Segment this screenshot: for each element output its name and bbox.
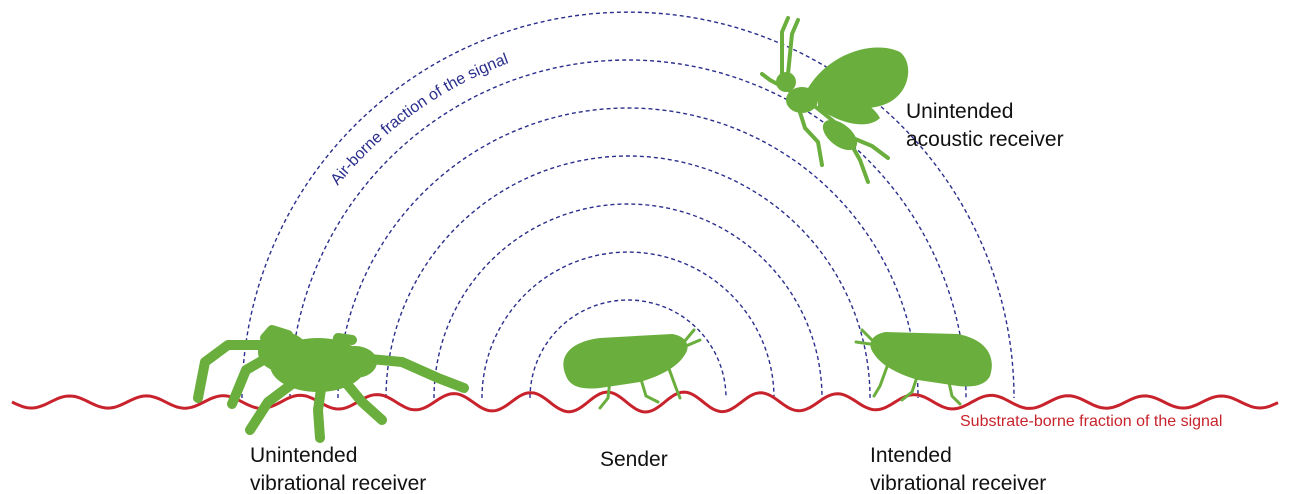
air-borne-label-path: Air-borne fraction of the signal bbox=[328, 51, 511, 189]
spider-icon bbox=[198, 330, 464, 438]
unintended-acoustic-label-line1: Unintended bbox=[906, 100, 1013, 123]
sender-leafhopper-icon bbox=[563, 330, 700, 408]
unintended-vibrational-label-line1: Unintended bbox=[250, 444, 357, 467]
substrate-borne-label: Substrate-borne fraction of the signal bbox=[960, 413, 1222, 430]
wasp-icon bbox=[762, 18, 908, 182]
receiver-leafhopper-icon bbox=[856, 330, 992, 404]
intended-vibrational-label-line2: vibrational receiver bbox=[870, 472, 1046, 494]
intended-vibrational-label-line1: Intended bbox=[870, 444, 952, 467]
sender-label: Sender bbox=[600, 448, 668, 471]
unintended-acoustic-label-line2: acoustic receiver bbox=[906, 128, 1064, 151]
unintended-vibrational-label-line2: vibrational receiver bbox=[250, 472, 426, 494]
air-borne-label: Air-borne fraction of the signal bbox=[328, 51, 511, 189]
